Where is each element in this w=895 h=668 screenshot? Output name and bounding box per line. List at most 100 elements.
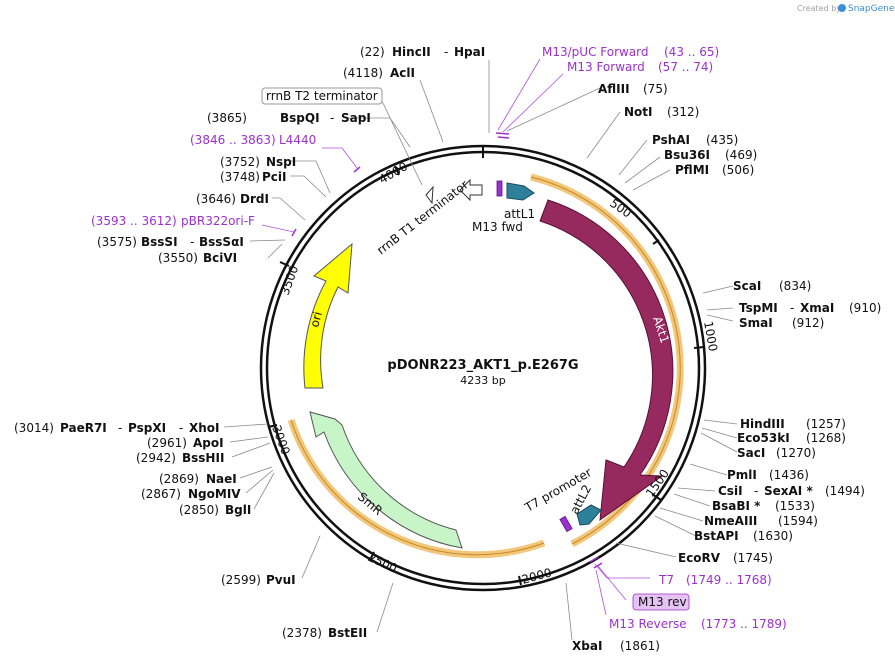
site-afliii-pos: (75) (643, 82, 668, 96)
site-tspmi-name[interactable]: TspMI (739, 301, 778, 315)
site-bspqi-name[interactable]: BspQI (280, 111, 320, 125)
site-csii-name[interactable]: CsiI (718, 484, 743, 498)
primer-m13rev-box[interactable] (632, 593, 690, 611)
primer-pbr322-name[interactable]: pBR322ori-F (181, 214, 255, 228)
attl2-feature[interactable] (576, 504, 602, 526)
site-paer7i-sep: - (118, 421, 122, 435)
site-noti-name[interactable]: NotI (624, 105, 653, 119)
site-xhoi-name[interactable]: XhoI (189, 421, 220, 435)
site-xbai-name[interactable]: XbaI (572, 639, 602, 653)
attl1-label: attL1 (504, 207, 535, 221)
site-pspxi-name[interactable]: PspXI (128, 421, 166, 435)
ruler-label-4000: 4000 (377, 159, 410, 186)
smr-feature[interactable] (309, 411, 463, 549)
site-bsu36i-pos: (469) (725, 148, 757, 162)
site-hincii-pos: (22) (360, 45, 385, 59)
site-nmeaiii-name[interactable]: NmeAIII (704, 514, 757, 528)
primer-m13puc-name[interactable]: M13/pUC Forward (542, 45, 649, 59)
site-acli-name[interactable]: AclI (390, 66, 415, 80)
ruler-label-3500: 3500 (278, 264, 302, 297)
site-scai-name[interactable]: ScaI (733, 279, 761, 293)
primer-l4440-range: (3846 .. 3863) (190, 133, 276, 147)
snapgene-logo: SnapGene (838, 4, 895, 14)
site-eco53ki-pos: (1268) (806, 431, 846, 445)
site-pmli-name[interactable]: PmlI (727, 468, 757, 482)
site-nspi-name[interactable]: NspI (266, 155, 296, 169)
site-bsabi-name[interactable]: BsaBI * (712, 499, 761, 513)
site-pvui-name[interactable]: PvuI (266, 573, 296, 587)
m13-fwd-feature[interactable] (496, 180, 503, 197)
site-saci-name[interactable]: SacI (737, 446, 765, 460)
site-paer7i-pos: (3014) (14, 421, 54, 435)
primer-m13reverse-range: (1773 .. 1789) (701, 617, 787, 631)
site-bsssi-pos: (3575) (97, 235, 137, 249)
site-sapi-name[interactable]: SapI (341, 111, 371, 125)
ori-label: ori (307, 310, 325, 329)
site-bsu36i-name[interactable]: Bsu36I (664, 148, 710, 162)
leader-lines (223, 60, 738, 641)
site-hpai-name[interactable]: HpaI (454, 45, 485, 59)
site-xmai-name[interactable]: XmaI (800, 301, 834, 315)
site-afliii-name[interactable]: AflIII (598, 82, 630, 96)
site-smai-pos: (912) (792, 316, 824, 330)
site-drdi-pos: (3646) (196, 192, 236, 206)
site-bsteii-pos: (2378) (282, 626, 322, 640)
primer-m13reverse-name[interactable]: M13 Reverse (609, 617, 687, 631)
site-csii-sep: - (754, 484, 758, 498)
site-paer7i-name[interactable]: PaeR7I (60, 421, 107, 435)
site-apoi-pos: (2961) (147, 436, 187, 450)
site-csii-pos: (1494) (825, 484, 865, 498)
akt1-feature[interactable] (539, 199, 674, 522)
primer-l4440-name[interactable]: L4440 (279, 133, 316, 147)
site-bsteii-name[interactable]: BstEII (328, 626, 367, 640)
site-hincii-sep: - (444, 45, 448, 59)
rrnb-t1-terminator-feature[interactable] (459, 178, 483, 202)
primer-m13fwd-range: (57 .. 74) (658, 60, 713, 74)
site-bstapi-name[interactable]: BstAPI (694, 529, 739, 543)
site-hincii-name[interactable]: HincII (392, 45, 431, 59)
snapgene-name: SnapGene (848, 4, 895, 14)
ori-feature[interactable] (303, 242, 353, 389)
rrnb-t2-terminator-feature[interactable] (425, 185, 434, 205)
site-bstapi-pos: (1630) (753, 529, 793, 543)
site-bspqi-sep: - (330, 111, 334, 125)
site-smai-name[interactable]: SmaI (739, 316, 773, 330)
attl1-feature[interactable] (506, 182, 535, 201)
site-bsssai-name[interactable]: BssSαI (199, 235, 244, 249)
site-pvui-pos: (2599) (221, 573, 261, 587)
ruler-label-1000: 1000 (701, 320, 720, 353)
site-bsssi-name[interactable]: BssSI (141, 235, 178, 249)
site-pcii-pos: (3748) (220, 170, 260, 184)
site-bcivi-name[interactable]: BciVI (203, 251, 237, 265)
site-bsshii-name[interactable]: BssHII (182, 451, 224, 465)
site-pmli-pos: (1436) (769, 468, 809, 482)
site-bcivi-pos: (3550) (158, 251, 198, 265)
site-bsssi-sep: - (190, 235, 194, 249)
site-pflmi-name[interactable]: PflMI (675, 163, 709, 177)
rrnb-t2-leader (381, 100, 423, 186)
site-pflmi-pos: (506) (722, 163, 754, 177)
site-apoi-name[interactable]: ApoI (193, 436, 224, 450)
site-pspxi-sep: - (179, 421, 183, 435)
site-naei-name[interactable]: NaeI (206, 472, 237, 486)
plasmid-name: pDONR223_AKT1_p.E267G (387, 358, 578, 373)
site-pshai-name[interactable]: PshAI (652, 133, 690, 147)
primer-m13puc-range: (43 .. 65) (664, 45, 719, 59)
site-ngomiv-name[interactable]: NgoMIV (188, 487, 241, 501)
site-sexai-name[interactable]: SexAI * (764, 484, 813, 498)
site-hindiii-name[interactable]: HindIII (740, 417, 785, 431)
site-drdi-name[interactable]: DrdI (240, 192, 269, 206)
created-by-text: Created by (797, 4, 841, 13)
primer-pbr322-range: (3593 .. 3612) (91, 214, 177, 228)
site-acli-pos: (4118) (343, 66, 383, 80)
primer-t7-name[interactable]: T7 (658, 573, 674, 587)
primer-m13fwd-name[interactable]: M13 Forward (567, 60, 645, 74)
site-bsshii-pos: (2942) (136, 451, 176, 465)
primer-leaders (261, 58, 650, 616)
site-pcii-name[interactable]: PciI (262, 170, 287, 184)
site-xbai-pos: (1861) (620, 639, 660, 653)
t7-promoter-feature[interactable] (559, 515, 573, 533)
site-ecorv-name[interactable]: EcoRV (678, 551, 721, 565)
site-eco53ki-name[interactable]: Eco53kI (737, 431, 790, 445)
site-bgli-name[interactable]: BglI (225, 503, 251, 517)
